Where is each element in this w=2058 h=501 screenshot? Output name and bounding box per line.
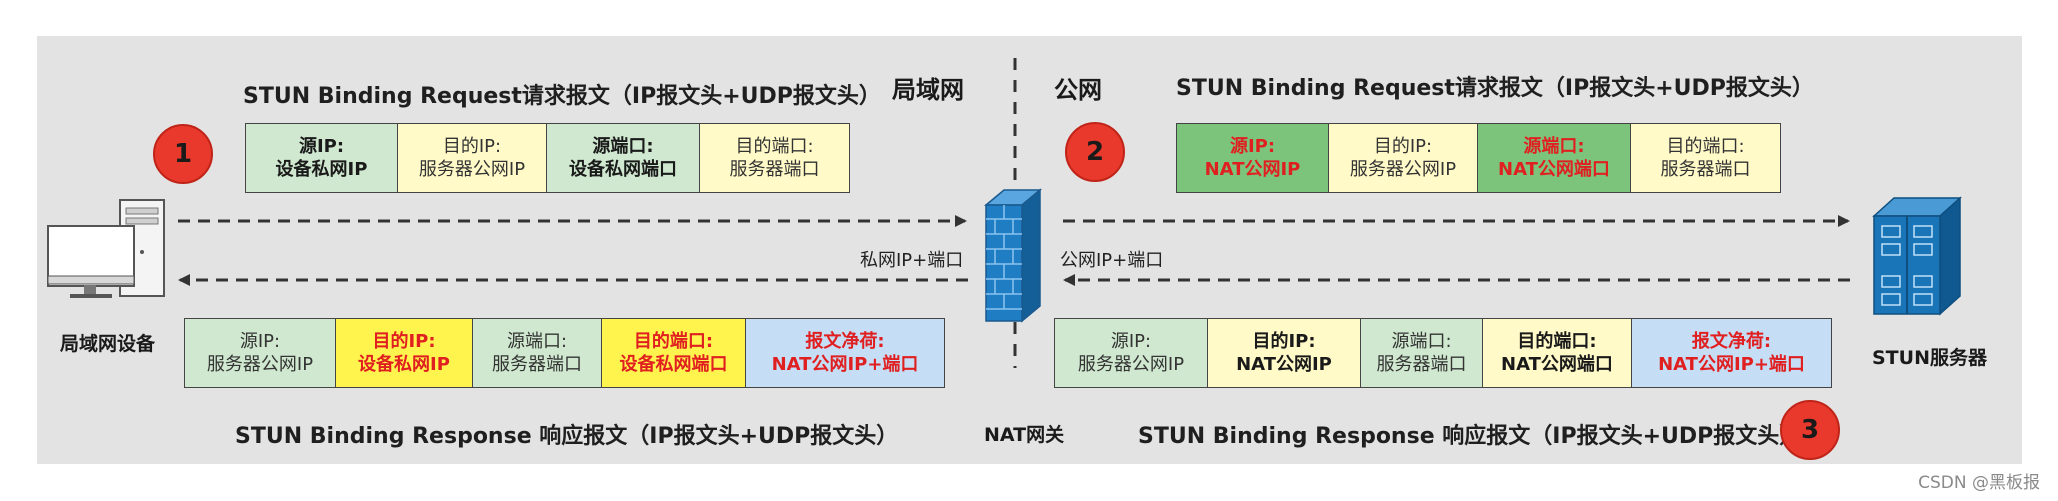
field-payload: 报文净荷:NAT公网IP+端口 bbox=[746, 319, 944, 387]
lan-zone-label: 局域网 bbox=[892, 76, 964, 104]
field-dst-port: 目的端口:服务器端口 bbox=[700, 124, 849, 192]
field-dst-port: 目的端口:NAT公网端口 bbox=[1483, 319, 1632, 387]
field-src-port: 源端口:服务器端口 bbox=[1361, 319, 1483, 387]
field-src-ip: 源IP:NAT公网IP bbox=[1177, 124, 1329, 192]
gateway-label: NAT网关 bbox=[984, 424, 1065, 446]
firewall-icon bbox=[983, 188, 1043, 323]
step-badge-1: 1 bbox=[153, 124, 213, 184]
packet-request-lan: 源IP:设备私网IP 目的IP:服务器公网IP 源端口:设备私网端口 目的端口:… bbox=[245, 123, 850, 193]
field-dst-ip: 目的IP:服务器公网IP bbox=[1329, 124, 1478, 192]
wan-return-label: 公网IP+端口 bbox=[1060, 250, 1164, 271]
response-title-wan: STUN Binding Response 响应报文（IP报文头+UDP报文头） bbox=[1138, 424, 1802, 449]
step-badge-3: 3 bbox=[1780, 400, 1840, 460]
request-title-wan: STUN Binding Request请求报文（IP报文头+UDP报文头） bbox=[1176, 76, 1814, 101]
field-src-port: 源端口:设备私网端口 bbox=[547, 124, 700, 192]
packet-response-lan: 源IP:服务器公网IP 目的IP:设备私网IP 源端口:服务器端口 目的端口:设… bbox=[184, 318, 945, 388]
lan-return-label: 私网IP+端口 bbox=[860, 250, 964, 271]
response-title-lan: STUN Binding Response 响应报文（IP报文头+UDP报文头） bbox=[235, 424, 899, 449]
packet-response-wan: 源IP:服务器公网IP 目的IP:NAT公网IP 源端口:服务器端口 目的端口:… bbox=[1054, 318, 1832, 388]
device-label: 局域网设备 bbox=[60, 333, 156, 355]
field-dst-ip: 目的IP:服务器公网IP bbox=[398, 124, 547, 192]
field-src-port: 源端口:NAT公网端口 bbox=[1478, 124, 1631, 192]
request-title-lan: STUN Binding Request请求报文（IP报文头+UDP报文头） bbox=[243, 84, 881, 109]
field-dst-ip: 目的IP:设备私网IP bbox=[336, 319, 473, 387]
server-label: STUN服务器 bbox=[1872, 347, 1987, 369]
field-dst-port: 目的端口:设备私网端口 bbox=[602, 319, 746, 387]
server-icon bbox=[1872, 196, 1962, 316]
wan-zone-label: 公网 bbox=[1054, 76, 1102, 104]
step-badge-2: 2 bbox=[1065, 122, 1125, 182]
field-src-port: 源端口:服务器端口 bbox=[473, 319, 602, 387]
field-dst-port: 目的端口:服务器端口 bbox=[1631, 124, 1780, 192]
packet-request-wan: 源IP:NAT公网IP 目的IP:服务器公网IP 源端口:NAT公网端口 目的端… bbox=[1176, 123, 1781, 193]
field-dst-ip: 目的IP:NAT公网IP bbox=[1208, 319, 1361, 387]
field-payload: 报文净荷:NAT公网IP+端口 bbox=[1632, 319, 1831, 387]
field-src-ip: 源IP:服务器公网IP bbox=[185, 319, 336, 387]
computer-icon bbox=[47, 199, 165, 298]
field-src-ip: 源IP:设备私网IP bbox=[246, 124, 398, 192]
watermark: CSDN @黑板报 bbox=[1918, 473, 2040, 493]
field-src-ip: 源IP:服务器公网IP bbox=[1055, 319, 1208, 387]
